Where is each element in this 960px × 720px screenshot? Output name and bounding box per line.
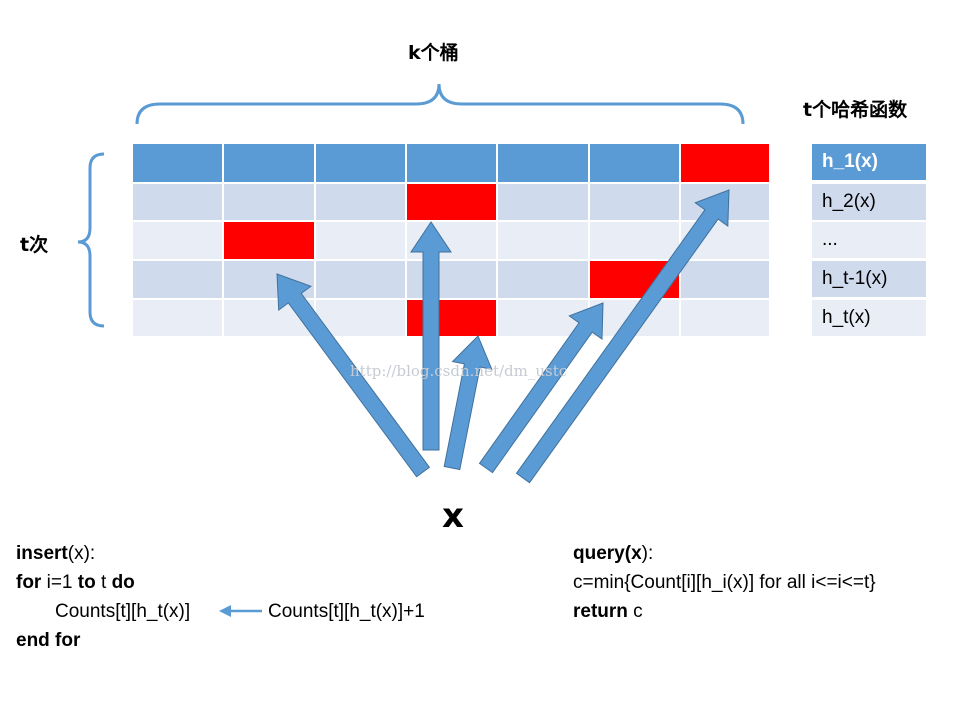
to-keyword: to	[77, 572, 96, 593]
return-value: c	[627, 601, 643, 622]
bucket-cell	[498, 184, 588, 220]
t-hash-functions-label: t个哈希函数	[803, 99, 908, 121]
bucket-cell	[498, 144, 588, 182]
bucket-cell	[224, 144, 314, 182]
hash-arrow-3	[443, 335, 493, 471]
query-arg: x	[631, 543, 642, 564]
bucket-cell	[590, 144, 679, 182]
query-close: ):	[641, 543, 654, 564]
left-brace	[77, 152, 105, 328]
query-keyword: query(	[573, 543, 632, 564]
bucket-cell	[590, 184, 679, 220]
bucket-cell	[498, 222, 588, 259]
bucket-cell	[681, 261, 769, 298]
loop-start: i=1	[41, 572, 78, 593]
bucket-cell	[590, 222, 679, 259]
insert-target: Counts[t][h_t(x)]	[55, 601, 191, 622]
bucket-cell	[316, 144, 405, 182]
bucket-cell	[316, 184, 405, 220]
loop-end: t	[95, 572, 112, 593]
insert-keyword: insert	[16, 543, 68, 564]
end-for-keyword: end for	[16, 630, 81, 651]
highlighted-bucket	[407, 300, 496, 336]
highlighted-bucket	[224, 222, 314, 259]
bucket-cell	[316, 300, 405, 336]
t-times-label: t次	[20, 234, 49, 256]
return-keyword: return	[573, 601, 628, 622]
query-line-2: c=min{Count[i][h_i(x)] for all i<=i<=t}	[573, 572, 876, 593]
hash-arrow-2	[410, 221, 452, 451]
bucket-cell	[224, 184, 314, 220]
bucket-cell	[498, 261, 588, 298]
insert-line-1: insert(x):	[16, 543, 95, 565]
hash-function-1: h_1(x)	[812, 144, 926, 180]
bucket-cell	[407, 144, 496, 182]
hash-function-ellipsis: ...	[812, 222, 926, 258]
highlighted-bucket	[681, 144, 769, 182]
highlighted-bucket	[407, 184, 496, 220]
query-line-1: query(x):	[573, 543, 653, 565]
insert-source: Counts[t][h_t(x)]+1	[268, 601, 425, 622]
k-buckets-label: k个桶	[408, 42, 459, 64]
query-line-3: return c	[573, 601, 643, 623]
for-keyword: for	[16, 572, 42, 593]
bucket-cell	[133, 261, 222, 298]
assign-arrow-head	[219, 605, 231, 617]
do-keyword: do	[111, 572, 135, 593]
bucket-cell	[133, 184, 222, 220]
top-brace	[135, 83, 745, 125]
bucket-cell	[407, 261, 496, 298]
hash-arrow-4	[478, 302, 604, 474]
bucket-cell	[133, 300, 222, 336]
x-element-label: x	[442, 496, 464, 536]
bucket-cell	[681, 300, 769, 336]
insert-line-2: for i=1 to t do	[16, 572, 135, 594]
hash-arrow-1	[276, 273, 431, 478]
bucket-cell	[316, 261, 405, 298]
watermark: http://blog.csdn.net/dm_ustc	[350, 362, 568, 380]
insert-args: (x):	[67, 543, 96, 564]
hash-function-2: h_2(x)	[812, 184, 926, 220]
bucket-cell	[133, 222, 222, 259]
hash-function-t-1: h_t-1(x)	[812, 261, 926, 297]
bucket-cell	[316, 222, 405, 259]
bucket-cell	[133, 144, 222, 182]
hash-arrow-5	[515, 189, 730, 484]
hash-function-t: h_t(x)	[812, 300, 926, 336]
